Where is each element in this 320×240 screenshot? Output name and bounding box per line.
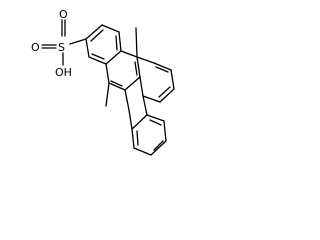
double-bond-inner xyxy=(110,80,123,87)
bond xyxy=(142,95,161,103)
methyl-bottom-bond xyxy=(105,82,110,107)
bond xyxy=(139,76,144,97)
structure-drawing: S O O OH xyxy=(31,8,175,156)
bond xyxy=(120,50,138,58)
bond xyxy=(131,128,135,149)
bond xyxy=(85,24,103,40)
bond xyxy=(136,56,155,64)
double-bond-inner xyxy=(153,140,164,151)
bond xyxy=(124,89,130,111)
bond xyxy=(101,24,120,33)
bond xyxy=(118,31,122,52)
ring-b xyxy=(105,50,141,91)
bond xyxy=(142,95,148,116)
double-bond-inner xyxy=(136,130,139,146)
double-bond-inner xyxy=(115,35,118,51)
bond xyxy=(88,56,107,65)
bond xyxy=(105,50,122,65)
bond xyxy=(136,56,141,78)
bond xyxy=(163,120,167,142)
bond xyxy=(153,62,172,71)
c-s-bond xyxy=(69,38,87,45)
double-bond-inner xyxy=(149,119,162,126)
ring-d xyxy=(124,89,167,156)
double-bond-inner xyxy=(90,29,104,42)
hydroxyl-label: OH xyxy=(55,66,72,79)
ring-c xyxy=(136,56,175,103)
molecule-diagram: S O O OH xyxy=(31,8,175,156)
bond xyxy=(108,82,126,91)
sulfur-label: S xyxy=(58,41,65,54)
double-bond-inner xyxy=(91,53,105,60)
bond xyxy=(124,76,141,91)
bond xyxy=(146,114,165,122)
oxygen-left-label: O xyxy=(31,41,40,54)
double-bond-inner xyxy=(134,61,138,76)
bond xyxy=(150,140,167,156)
ring-a xyxy=(85,24,122,65)
double-bond-inner xyxy=(155,66,169,73)
bond xyxy=(105,63,110,84)
bond xyxy=(128,109,133,130)
bond xyxy=(85,38,90,58)
oxygen-top-label: O xyxy=(59,8,68,21)
bond xyxy=(133,147,152,156)
bond xyxy=(159,88,175,103)
bond xyxy=(131,114,148,130)
double-bond-inner xyxy=(158,86,171,98)
bond xyxy=(170,69,175,90)
methyl-top-bond xyxy=(135,27,138,58)
